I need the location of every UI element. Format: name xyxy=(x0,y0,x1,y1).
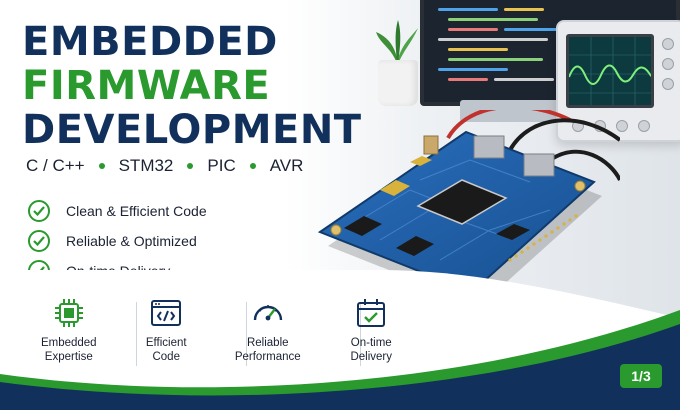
highlight-label-line: Reliable xyxy=(246,337,289,349)
chip-icon xyxy=(54,299,83,327)
divider xyxy=(360,302,361,366)
gauge-icon xyxy=(253,305,282,321)
highlight-label-line: On-time xyxy=(350,337,392,349)
highlight-label-line: Performance xyxy=(234,351,301,364)
check-circle-icon xyxy=(28,230,50,252)
highlight-reliable-performance: Reliable Performance xyxy=(219,296,317,376)
heading-line-2: FIRMWARE xyxy=(22,63,271,109)
bullet-dot xyxy=(187,163,194,169)
page-indicator-badge[interactable]: 1/3 xyxy=(620,364,662,388)
highlights-row: Embedded Expertise Efficient Code xyxy=(20,296,420,376)
oscilloscope-screen xyxy=(566,34,654,108)
calendar-check-icon xyxy=(357,299,386,327)
divider xyxy=(246,302,247,366)
technology-list: C / C++ STM32 PIC AVR xyxy=(26,156,303,176)
highlight-efficient-code: Efficient Code xyxy=(118,296,216,376)
highlight-label-line: Delivery xyxy=(350,351,393,364)
highlight-label: Embedded Expertise xyxy=(41,336,97,365)
technology-item: AVR xyxy=(269,156,304,175)
highlight-label-line: Expertise xyxy=(44,351,93,364)
technology-item: STM32 xyxy=(118,156,174,175)
highlight-label-line: Code xyxy=(152,351,180,364)
highlight-embedded-expertise: Embedded Expertise xyxy=(20,296,118,376)
highlight-label: Reliable Performance xyxy=(235,336,301,365)
heading-line-3: DEVELOPMENT xyxy=(22,107,362,153)
bullet-dot xyxy=(249,163,256,169)
technology-item: PIC xyxy=(207,156,236,175)
bottom-wave-banner xyxy=(0,270,680,410)
technology-item: C / C++ xyxy=(26,156,85,175)
heading-line-1: EMBEDDED xyxy=(22,19,278,65)
feature-label: Reliable & Optimized xyxy=(66,233,197,249)
feature-label: Clean & Efficient Code xyxy=(66,203,207,219)
highlight-label: Efficient Code xyxy=(146,336,187,365)
highlight-label-line: Efficient xyxy=(145,337,187,349)
highlight-label-line: Embedded xyxy=(40,337,97,349)
pcb-board-image xyxy=(317,110,620,306)
bullet-dot xyxy=(98,163,105,169)
divider xyxy=(136,302,137,366)
feature-item: Clean & Efficient Code xyxy=(28,196,207,226)
highlight-on-time-delivery: On-time Delivery xyxy=(323,296,421,376)
code-window-icon xyxy=(151,300,182,326)
check-circle-icon xyxy=(28,200,50,222)
plant-pot xyxy=(378,60,418,106)
feature-item: Reliable & Optimized xyxy=(28,226,207,256)
highlight-label: On-time Delivery xyxy=(350,336,392,365)
plant-icon xyxy=(376,20,418,64)
